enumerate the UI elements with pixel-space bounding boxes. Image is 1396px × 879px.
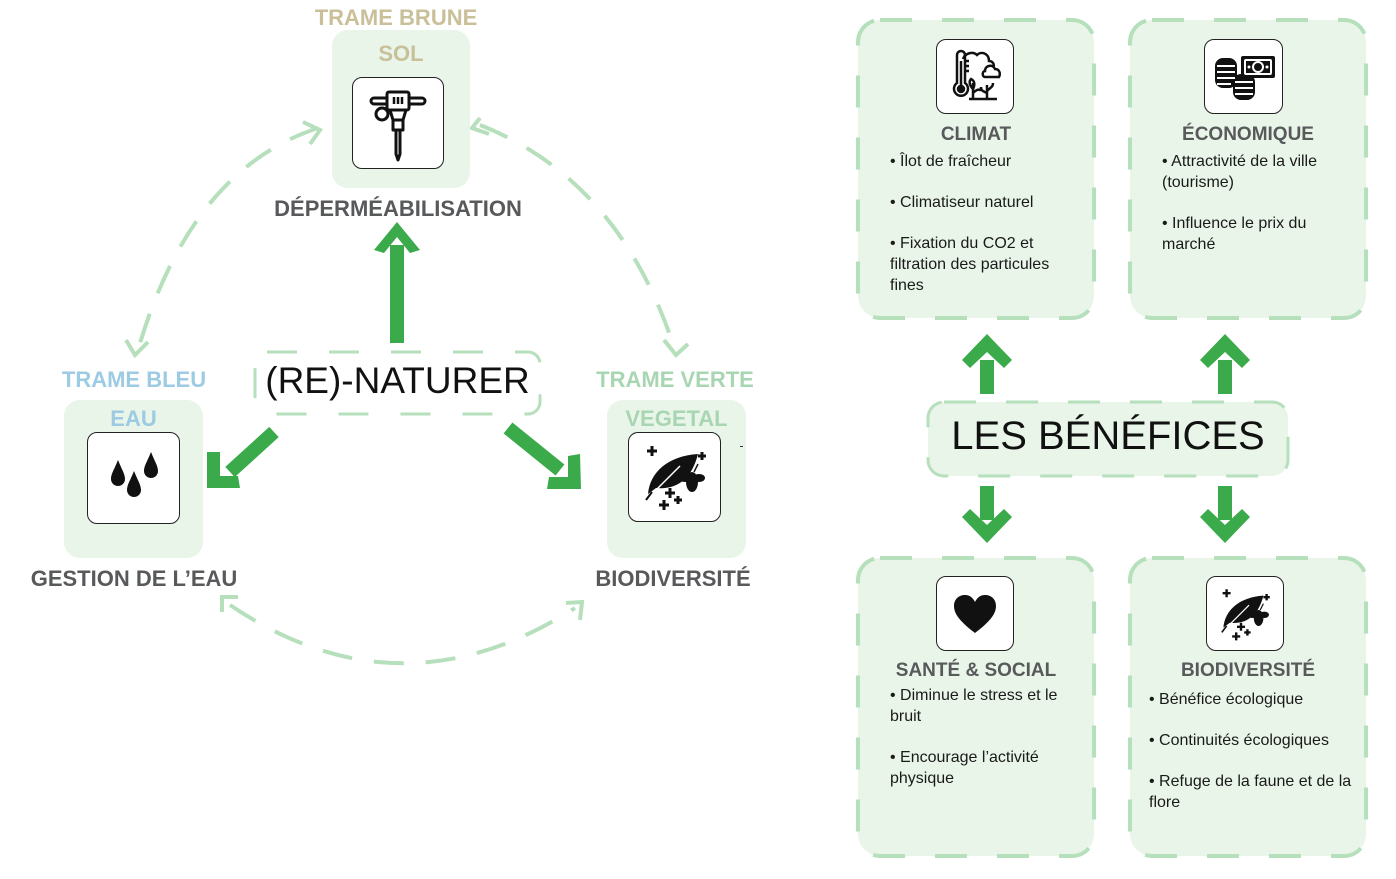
climat-list: • Îlot de fraîcheur • Climatiseur nature… [890, 151, 1080, 316]
cycle-arc-sol-to-eau [136, 126, 319, 351]
card-frame-biodiversite [1128, 556, 1368, 858]
climate-thermometer-icon [936, 39, 1014, 114]
economique-list: • Attractivité de la ville (tourisme) • … [1162, 151, 1358, 275]
list-item: • Îlot de fraîcheur [890, 153, 1012, 170]
vegetal-theme-label: VEGETAL [625, 406, 728, 431]
sol-caption: DÉPERMÉABILISATION [274, 196, 522, 221]
leaf-bee-icon [628, 432, 721, 522]
card-biodiversite: BIODIVERSITÉ • Bénéfice écologique • Con… [1130, 558, 1366, 856]
eau-tile: EAU [64, 400, 203, 558]
list-item: • Continuités écologiques [1149, 732, 1329, 749]
sante-list: • Diminue le stress et le bruit • Encour… [890, 685, 1080, 809]
arc-arrowhead-sol-left [302, 120, 324, 146]
list-item: • Bénéfice écologique [1149, 691, 1304, 708]
center-frame-renaturer [253, 350, 542, 416]
card-sante: SANTÉ & SOCIAL • Diminue le stress et le… [858, 558, 1094, 856]
arc-arrowhead-eau-top [124, 338, 150, 359]
trame-brune-label: TRAME BRUNE [314, 5, 478, 30]
heart-icon [936, 576, 1014, 651]
eau-theme-label: EAU [110, 406, 157, 431]
biodiversite-list: • Bénéfice écologique • Continuités écol… [1149, 689, 1359, 833]
arc-arrowhead-eau-bottom [220, 595, 238, 612]
benefices-label: LES BÉNÉFICES [951, 414, 1265, 458]
arrow-to-economique [1200, 334, 1250, 394]
card-economique: ÉCONOMIQUE • Attractivité de la ville (t… [1130, 20, 1366, 318]
cycle-arc-sol-to-vegetal [479, 123, 677, 351]
sol-tile: SOL [332, 30, 470, 188]
water-drops-icon [87, 432, 180, 524]
arrow-to-vegetal-head [547, 454, 581, 489]
sol-theme-label: SOL [378, 41, 424, 66]
trame-bleu-label: TRAME BLEU [61, 367, 207, 392]
coins-money-icon [1204, 39, 1283, 114]
card-frame-climat [856, 18, 1096, 320]
jackhammer-icon [352, 77, 444, 169]
list-item: • Fixation du CO2 et filtration des part… [890, 235, 1050, 294]
trame-verte-label: TRAME VERTE [596, 367, 754, 392]
arc-arrowhead-vegetal-bottom [565, 599, 585, 621]
arrow-to-vegetal [503, 422, 565, 476]
arc-arrowhead-vegetal-top [662, 338, 690, 358]
sante-title: SANTÉ & SOCIAL [895, 660, 1057, 681]
renaturer-label: (RE)-NATURER [265, 360, 530, 401]
biodiversite-title: BIODIVERSITÉ [1180, 660, 1316, 681]
card-frame-sante [856, 556, 1096, 858]
list-item: • Diminue le stress et le bruit [890, 687, 1058, 725]
arc-arrowhead-sol-right [468, 116, 490, 136]
stray-mark [740, 446, 743, 447]
list-item: • Attractivité de la ville (tourisme) [1162, 153, 1317, 191]
vegetal-tile: VEGETAL [607, 400, 746, 558]
arrow-to-biodiversite [1200, 486, 1250, 543]
arrow-to-eau [225, 426, 279, 478]
list-item: • Refuge de la faune et de la flore [1149, 773, 1352, 811]
climat-title: CLIMAT [940, 124, 1012, 145]
economique-title: ÉCONOMIQUE [1182, 124, 1314, 145]
cycle-arc-eau-to-vegetal [228, 603, 577, 666]
arrow-to-sol [374, 222, 420, 343]
arrow-to-sante [962, 486, 1012, 543]
vegetal-caption: BIODIVERSITÉ [595, 566, 751, 591]
leaf-bee-icon [1206, 576, 1284, 651]
card-climat: CLIMAT • Îlot de fraîcheur • Climatiseur… [858, 20, 1094, 318]
arrow-to-eau-head [207, 452, 240, 488]
center-frame-benefices [926, 400, 1290, 478]
arrow-to-climat [962, 334, 1012, 394]
list-item: • Encourage l’activité physique [890, 749, 1039, 787]
list-item: • Climatiseur naturel [890, 194, 1034, 211]
eau-caption: GESTION DE L’EAU [30, 566, 238, 591]
list-item: • Influence le prix du marché [1162, 215, 1307, 253]
card-frame-economique [1128, 18, 1368, 320]
